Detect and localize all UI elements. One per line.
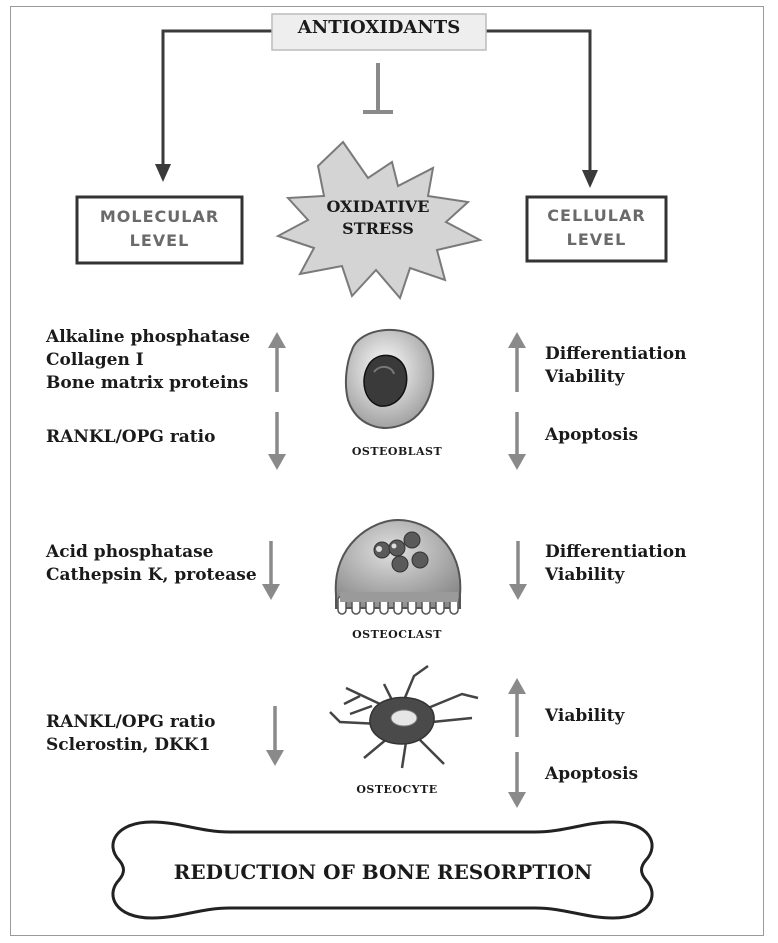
- osteocyte-molecular-down: RANKL/OPG ratio Sclerostin, DKK1: [46, 711, 215, 757]
- antioxidant-connectors: [155, 29, 598, 188]
- oxidative-stress-starburst: [275, 140, 483, 300]
- osteocyte-cellular-down: Apoptosis: [545, 763, 638, 786]
- text-line: Viability: [545, 367, 625, 387]
- osteocyte-cellular-up: Viability: [545, 705, 624, 728]
- text-line: Apoptosis: [545, 425, 639, 445]
- text-line: RANKL/OPG ratio: [46, 712, 216, 732]
- text-line: Differentiation: [545, 542, 687, 562]
- osteoblast-icon: [344, 328, 435, 429]
- molecular-level-box: [75, 195, 244, 265]
- osteoclast-cellular-down: Differentiation Viability: [545, 541, 686, 587]
- osteoblast-cellular-up: Differentiation Viability: [545, 343, 686, 389]
- cellular-level-line2: LEVEL: [566, 230, 627, 249]
- antioxidants-title: ANTIOXIDANTS: [297, 17, 461, 38]
- text-line: Viability: [545, 565, 625, 585]
- text-line: Bone matrix proteins: [46, 373, 249, 393]
- text-line: Apoptosis: [545, 764, 639, 784]
- regulation-arrows: [262, 332, 527, 808]
- oxidative-stress-line1: OXIDATIVE: [326, 197, 430, 216]
- inhibition-icon: [363, 63, 393, 114]
- osteoblast-molecular-down: RANKL/OPG ratio: [46, 426, 215, 449]
- antioxidants-box: [271, 13, 487, 51]
- osteocyte-label: OSTEOCYTE: [356, 783, 438, 796]
- figure-frame: [10, 6, 764, 936]
- cellular-level-label: CELLULAR LEVEL: [527, 204, 666, 252]
- osteoclast-molecular-down: Acid phosphatase Cathepsin K, protease: [46, 541, 257, 587]
- molecular-level-line2: LEVEL: [129, 231, 190, 250]
- oxidative-stress-label: OXIDATIVE STRESS: [318, 196, 438, 240]
- text-line: Viability: [545, 706, 625, 726]
- text-line: Cathepsin K, protease: [46, 565, 257, 585]
- text-line: Acid phosphatase: [46, 542, 214, 562]
- bone-shape: [111, 820, 654, 920]
- cellular-level-box: [525, 195, 668, 263]
- osteoblast-cellular-down: Apoptosis: [545, 424, 638, 447]
- oxidative-stress-line2: STRESS: [342, 219, 414, 238]
- osteoblast-molecular-up: Alkaline phosphatase Collagen I Bone mat…: [46, 326, 250, 395]
- text-line: Collagen I: [46, 350, 144, 370]
- cellular-level-line1: CELLULAR: [547, 206, 646, 225]
- text-line: Sclerostin, DKK1: [46, 735, 211, 755]
- osteoclast-label: OSTEOCLAST: [352, 628, 442, 641]
- osteoclast-icon: [334, 518, 462, 615]
- osteoblast-label: OSTEOBLAST: [351, 445, 443, 458]
- text-line: Differentiation: [545, 344, 687, 364]
- molecular-level-label: MOLECULAR LEVEL: [77, 205, 242, 253]
- bone-resorption-label: REDUCTION OF BONE RESORPTION: [173, 860, 593, 884]
- text-line: RANKL/OPG ratio: [46, 427, 216, 447]
- text-line: Alkaline phosphatase: [46, 327, 251, 347]
- molecular-level-line1: MOLECULAR: [99, 207, 220, 226]
- osteocyte-icon: [329, 664, 479, 769]
